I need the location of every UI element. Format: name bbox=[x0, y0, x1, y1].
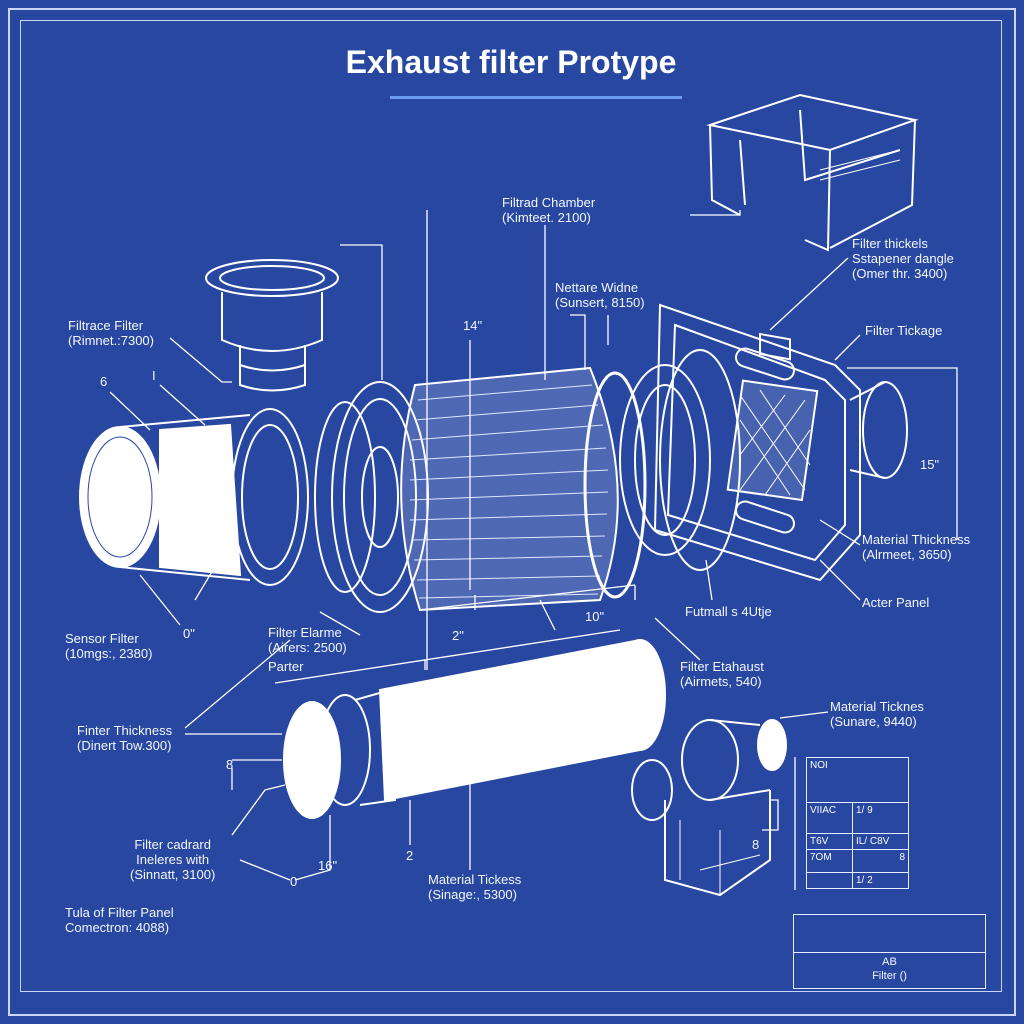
label-line: Comectron: 4088) bbox=[65, 920, 170, 935]
outer-border bbox=[8, 8, 1016, 1016]
label-line: Ineleres with bbox=[136, 852, 210, 867]
label-sensor-filter: Sensor Filter(10mgs:, 2380) bbox=[65, 631, 152, 661]
title-block-line: Filter () bbox=[872, 970, 907, 982]
label-line: (Sunare, 9440) bbox=[830, 714, 917, 729]
label-line: Finter Thickness bbox=[77, 723, 173, 738]
table-cell: 8 bbox=[851, 849, 910, 873]
label-line: Filtrad Chamber bbox=[502, 195, 596, 210]
title-underline bbox=[390, 96, 682, 99]
callout-8b: 8 bbox=[752, 837, 760, 852]
title-block-line: AB bbox=[882, 956, 897, 968]
label-line: Filtrace Filter bbox=[68, 318, 144, 333]
callout-8: 8 bbox=[226, 757, 234, 772]
table-cell bbox=[806, 872, 853, 889]
label-line: Material Thickness bbox=[862, 532, 971, 547]
drawing-title: Exhaust filter Protype bbox=[345, 44, 677, 80]
title-block: AB Filter () bbox=[793, 914, 986, 989]
label-line: (10mgs:, 2380) bbox=[65, 646, 153, 661]
callout-1: I bbox=[152, 368, 156, 383]
label-line: (Alrmeet, 3650) bbox=[862, 547, 952, 562]
label-filter-etahaust: Filter Etahaust(Airmets, 540) bbox=[680, 659, 764, 689]
label-line: (Kimteet. 2100) bbox=[502, 210, 591, 225]
top-cup-part bbox=[205, 259, 339, 392]
right-plate-part bbox=[619, 303, 908, 582]
label-line: Filter Etahaust bbox=[680, 659, 764, 674]
label-line: Filter Elarme bbox=[268, 625, 342, 640]
callout-0: 0 bbox=[290, 874, 298, 889]
table-cell: T6V bbox=[806, 833, 853, 850]
label-line: (Dinert Tow.300) bbox=[77, 738, 172, 753]
label-line: (Airmets, 540) bbox=[680, 674, 762, 689]
table-row: NOI bbox=[806, 757, 909, 803]
label-line: (Airers: 2500) bbox=[268, 640, 347, 655]
table-cell: VIIAC bbox=[806, 802, 853, 834]
table-cell: 7OM bbox=[806, 849, 853, 873]
frame-box-part bbox=[706, 93, 919, 361]
label-parter: Parter bbox=[268, 659, 304, 674]
label-line: Material Tickess bbox=[428, 872, 522, 887]
label-filter-tickage: Filter Tickage bbox=[865, 323, 943, 338]
table-cell: IL/ C8V bbox=[851, 833, 910, 850]
label-line: (Rimnet.:7300) bbox=[68, 333, 154, 348]
label-finter-thickness: Finter Thickness(Dinert Tow.300) bbox=[77, 723, 172, 753]
label-line: Tula of Filter Panel bbox=[65, 905, 174, 920]
label-line: (Omer thr. 3400) bbox=[852, 266, 948, 281]
small-assembly-part bbox=[631, 719, 787, 897]
title-block-text: AB Filter () bbox=[794, 955, 985, 983]
callout-2: 2 bbox=[406, 848, 414, 863]
title-block-divider bbox=[794, 952, 985, 953]
pleated-filter-part bbox=[400, 366, 647, 612]
leader-lines bbox=[109, 210, 958, 890]
label-material-thickness-right: Material Thickness(Alrmeet, 3650) bbox=[862, 532, 970, 562]
label-filtrace-filter: Filtrace Filter(Rimnet.:7300) bbox=[68, 318, 154, 348]
label-material-tickess: Material Tickess(Sinage:, 5300) bbox=[428, 872, 521, 902]
inner-border bbox=[20, 20, 1002, 992]
dimension-16: 16" bbox=[318, 858, 338, 873]
dimension-14: 14" bbox=[463, 318, 483, 333]
label-filtrad-chamber: Filtrad Chamber(Kimteet. 2100) bbox=[502, 195, 595, 225]
dimension-10: 10" bbox=[585, 609, 605, 624]
label-nettare-widne: Nettare Widne(Sunsert, 8150) bbox=[555, 280, 645, 310]
label-line: Sstapener dangle bbox=[852, 251, 954, 266]
table-cell: 1/ 2 bbox=[851, 872, 910, 889]
label-line: Sensor Filter bbox=[65, 631, 139, 646]
label-line: (Sinnatt, 3100) bbox=[130, 867, 216, 882]
dimension-15: 15" bbox=[920, 457, 940, 472]
label-acter-panel: Acter Panel bbox=[862, 595, 930, 610]
label-line: Material Ticknes bbox=[830, 699, 924, 714]
label-filter-elarme: Filter Elarme(Airers: 2500) bbox=[268, 625, 347, 655]
dimension-2: 2" bbox=[452, 628, 464, 643]
left-cylinder-part bbox=[79, 381, 429, 613]
label-line: Nettare Widne bbox=[555, 280, 639, 295]
label-line: Filter thickels bbox=[852, 236, 928, 251]
dimension-0: 0" bbox=[183, 626, 195, 641]
label-line: Filter cadrard bbox=[134, 837, 211, 852]
table-row: 1/ 2 bbox=[806, 872, 910, 889]
long-cylinder-part bbox=[283, 638, 666, 819]
callout-6: 6 bbox=[100, 374, 108, 389]
table-header-cell: NOI bbox=[806, 757, 909, 803]
table-cell: 1/ 9 bbox=[851, 802, 910, 834]
label-line: (Sinage:, 5300) bbox=[428, 887, 517, 902]
label-material-ticknes: Material Ticknes(Sunare, 9440) bbox=[830, 699, 924, 729]
label-line: (Sunsert, 8150) bbox=[555, 295, 645, 310]
label-futmall: Futmall s 4Utje bbox=[685, 604, 772, 619]
